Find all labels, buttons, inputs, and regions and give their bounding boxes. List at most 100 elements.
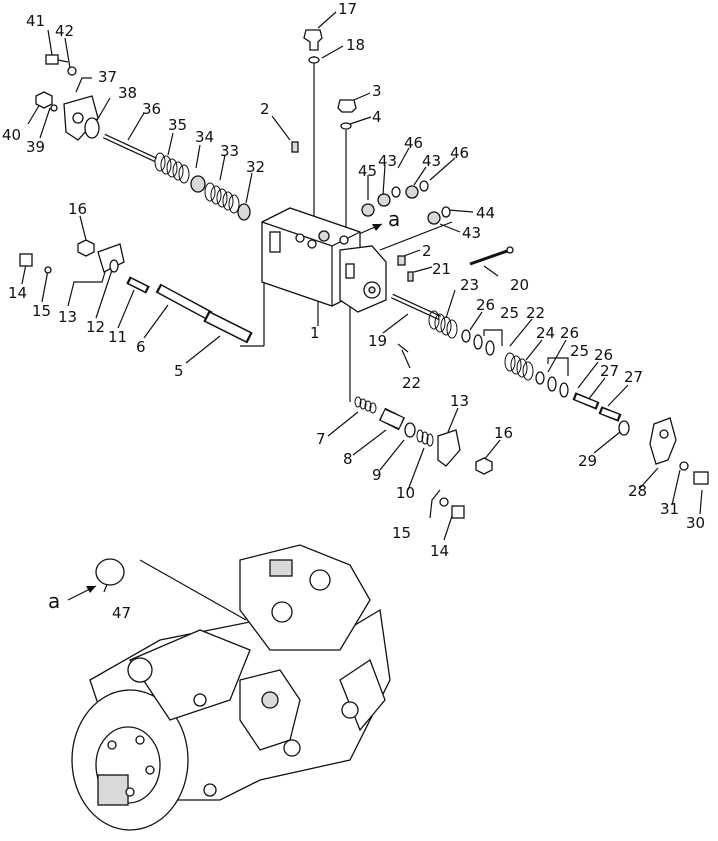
arrow-head-icon: [372, 224, 382, 231]
bolt-icon: [19, 253, 33, 267]
callout-41: 41: [26, 12, 45, 30]
o-ring-icon: [559, 382, 569, 398]
arrow-head-icon: [86, 586, 96, 593]
callout-8: 8: [343, 450, 353, 468]
spring-icon: [204, 182, 240, 214]
callout-a-top: a: [388, 207, 400, 231]
callout-13-left: 13: [58, 308, 77, 326]
callout-a-bottom: a: [48, 589, 60, 613]
washer-icon: [44, 266, 52, 274]
spring-seat-icon: [190, 175, 206, 193]
callout-36: 36: [142, 100, 161, 118]
callout-2-top: 2: [260, 100, 270, 118]
callout-22-right: 22: [526, 304, 545, 322]
callout-22-bottom: 22: [402, 374, 421, 392]
callout-15-left: 15: [32, 302, 51, 320]
part-shapes: [19, 29, 709, 586]
callout-2-right: 2: [422, 242, 432, 260]
plug-icon: [427, 211, 441, 225]
callout-43-b: 43: [422, 152, 441, 170]
o-ring-icon: [441, 206, 451, 218]
callout-17: 17: [338, 0, 357, 18]
callout-32: 32: [246, 158, 265, 176]
callout-35: 35: [168, 116, 187, 134]
callout-13-right: 13: [450, 392, 469, 410]
o-ring-icon: [340, 122, 352, 130]
leader-lines: [21, 11, 703, 621]
o-ring-icon: [535, 371, 545, 385]
callout-11: 11: [108, 328, 127, 346]
callout-25-a: 25: [500, 304, 519, 322]
spring-seat-icon: [237, 203, 251, 221]
nut-icon: [77, 239, 95, 257]
plug-icon: [405, 185, 419, 199]
callout-12: 12: [86, 318, 105, 336]
callout-24: 24: [536, 324, 555, 342]
callout-18: 18: [346, 36, 365, 54]
callout-6: 6: [136, 338, 146, 356]
callout-43-c: 43: [462, 224, 481, 242]
callout-33: 33: [220, 142, 239, 160]
callout-31: 31: [660, 500, 679, 518]
callout-10: 10: [396, 484, 415, 502]
sleeve-icon: [504, 352, 534, 381]
callout-28: 28: [628, 482, 647, 500]
plug-icon: [337, 99, 357, 113]
o-ring-icon: [84, 117, 100, 139]
callout-45: 45: [358, 162, 377, 180]
callout-3: 3: [372, 82, 382, 100]
callout-40: 40: [2, 126, 21, 144]
callout-26-a: 26: [476, 296, 495, 314]
spring-icon: [416, 429, 434, 447]
washer-icon: [50, 104, 58, 112]
callout-labels: 41 42 37 38 40 39 36 35 34 33 32 2 17 18…: [2, 0, 705, 622]
sleeve-icon: [428, 310, 458, 339]
cover-plate-icon: [437, 429, 461, 467]
plug-icon: [397, 255, 406, 266]
callout-5: 5: [174, 362, 184, 380]
bolt-icon: [451, 505, 465, 519]
washer-icon: [439, 497, 449, 507]
callout-15-right: 15: [392, 524, 411, 542]
callout-27-b: 27: [624, 368, 643, 386]
washer-icon: [679, 461, 689, 471]
nut-icon: [475, 457, 493, 475]
plug-icon: [377, 193, 391, 207]
callout-42: 42: [55, 22, 74, 40]
bolt-icon: [45, 54, 59, 65]
callout-1: 1: [310, 324, 320, 342]
callout-27-a: 27: [600, 362, 619, 380]
callout-34: 34: [195, 128, 214, 146]
callout-26-c: 26: [594, 346, 613, 364]
callout-14-left: 14: [8, 284, 27, 302]
callout-23: 23: [460, 276, 479, 294]
lever-icon: [469, 248, 511, 266]
callout-7: 7: [316, 430, 326, 448]
o-ring-icon: [618, 420, 630, 436]
o-ring-icon: [419, 180, 429, 192]
pin-icon: [407, 271, 414, 282]
bolt-icon: [693, 471, 709, 485]
callout-46-b: 46: [450, 144, 469, 162]
plug-icon: [303, 29, 323, 51]
callout-39: 39: [26, 138, 45, 156]
callout-30: 30: [686, 514, 705, 532]
callout-16-left: 16: [68, 200, 87, 218]
pump-assembly: [71, 544, 391, 831]
plug-icon: [291, 141, 299, 153]
callout-46-a: 46: [404, 134, 423, 152]
callout-38: 38: [118, 84, 137, 102]
o-ring-icon: [391, 186, 401, 198]
o-ring-icon: [461, 329, 471, 343]
cover-plate-icon: [649, 417, 677, 465]
nut-icon: [35, 91, 53, 109]
callout-21: 21: [432, 260, 451, 278]
callout-20: 20: [510, 276, 529, 294]
o-ring-icon: [473, 334, 483, 350]
o-ring-icon: [485, 340, 495, 356]
callout-47: 47: [112, 604, 131, 622]
washer-icon: [67, 66, 77, 76]
o-ring-icon: [308, 56, 320, 64]
o-ring-icon: [109, 259, 119, 273]
